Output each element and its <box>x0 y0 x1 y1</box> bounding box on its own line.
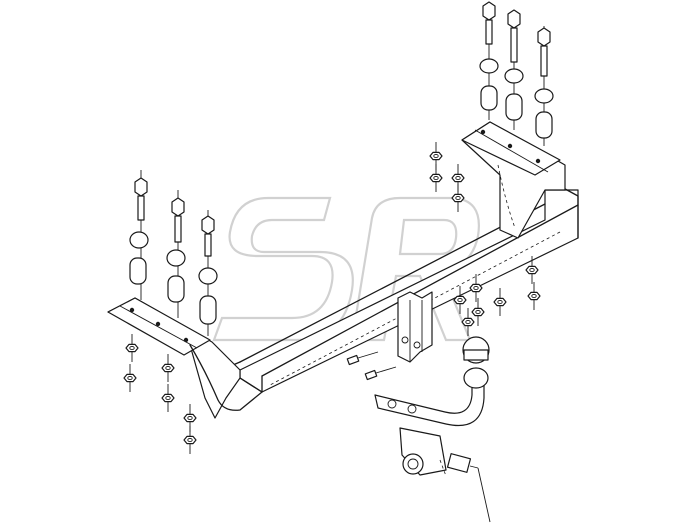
bolt-right-1 <box>479 1 499 120</box>
nut-hole <box>473 285 479 291</box>
nut-hole <box>531 293 537 299</box>
nut-hole <box>455 175 461 181</box>
hex-nut <box>527 291 541 301</box>
hex-nut <box>469 283 483 293</box>
bolt-right-3 <box>534 26 554 146</box>
hex-nut <box>125 343 139 353</box>
right-bolt-stack <box>479 1 554 146</box>
bolt-left-3 <box>198 210 218 336</box>
hex-nut <box>429 173 443 183</box>
bolt-left-2 <box>166 190 186 318</box>
main-crossbeam <box>225 183 579 393</box>
nut-hole <box>475 309 481 315</box>
hex-nut <box>161 393 175 403</box>
hex-nut <box>451 193 465 203</box>
left-bolt-stack <box>129 170 218 336</box>
nut-hole <box>127 375 133 381</box>
hex-nut <box>471 307 485 317</box>
electric-socket <box>399 427 491 523</box>
nut-hole <box>497 299 503 305</box>
hex-nut <box>493 297 507 307</box>
nut-hole <box>529 267 535 273</box>
right-mounting-bracket <box>461 121 566 239</box>
hex-nut <box>525 265 539 275</box>
hex-nut <box>183 435 197 445</box>
nut-hole <box>165 395 171 401</box>
hex-nut <box>461 317 475 327</box>
nut-hole <box>457 297 463 303</box>
nut-hole <box>455 195 461 201</box>
nuts-and-washers <box>123 142 541 454</box>
tow-plate <box>397 291 433 363</box>
hex-nut <box>183 413 197 423</box>
hex-nut <box>123 373 137 383</box>
nut-hole <box>187 437 193 443</box>
hex-nut <box>451 173 465 183</box>
tow-plate-bolts <box>346 351 397 381</box>
nut-hole <box>465 319 471 325</box>
hex-nut <box>161 363 175 373</box>
bolt-right-2 <box>504 9 524 130</box>
tow-ball-assembly <box>374 336 490 426</box>
nut-hole <box>129 345 135 351</box>
left-mounting-bracket <box>107 297 263 419</box>
hex-nut <box>429 151 443 161</box>
hex-nut <box>453 295 467 305</box>
nut-hole <box>187 415 193 421</box>
nut-hole <box>433 153 439 159</box>
nut-hole <box>433 175 439 181</box>
bolt-left-1 <box>129 170 149 300</box>
nut-hole <box>165 365 171 371</box>
